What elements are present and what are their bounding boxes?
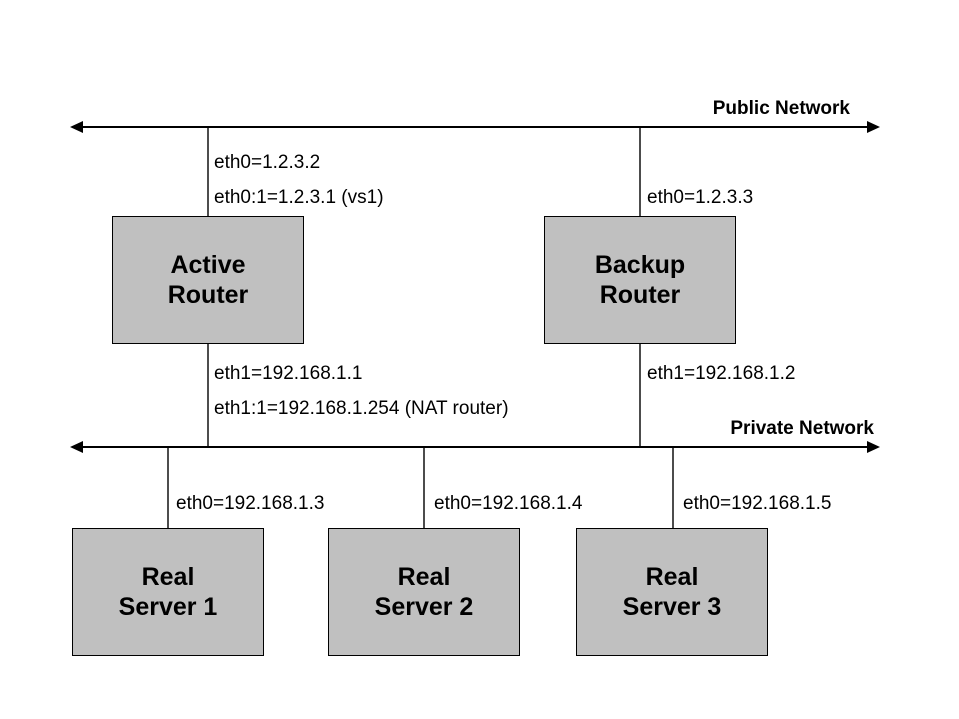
backup-router-label-line1: Backup bbox=[594, 250, 686, 279]
node-real-server-3[interactable]: Real Server 3 bbox=[576, 528, 768, 656]
iface-active-private-nat: eth1:1=192.168.1.254 (NAT router) bbox=[214, 398, 509, 419]
real-server-3-label-line2: Server 3 bbox=[622, 593, 722, 621]
iface-backup-private-primary: eth1=192.168.1.2 bbox=[647, 363, 796, 384]
real-server-3-label-line1: Real bbox=[645, 562, 699, 591]
iface-real-server-2: eth0=192.168.1.4 bbox=[434, 493, 583, 514]
iface-active-public-virtual: eth0:1=1.2.3.1 (vs1) bbox=[214, 187, 384, 208]
active-router-label-line1: Active bbox=[170, 250, 246, 279]
iface-backup-public-primary: eth0=1.2.3.3 bbox=[647, 187, 754, 208]
public-network-label: Public Network bbox=[712, 98, 850, 119]
real-server-2-label-line2: Server 2 bbox=[374, 593, 474, 621]
backup-router-label-line2: Router bbox=[599, 281, 681, 309]
node-real-server-1[interactable]: Real Server 1 bbox=[72, 528, 264, 656]
iface-real-server-3: eth0=192.168.1.5 bbox=[683, 493, 832, 514]
node-backup-router[interactable]: Backup Router bbox=[544, 216, 736, 344]
real-server-1-label-line1: Real bbox=[141, 562, 195, 591]
iface-real-server-1: eth0=192.168.1.3 bbox=[176, 493, 325, 514]
iface-active-private-primary: eth1=192.168.1.1 bbox=[214, 363, 363, 384]
node-real-server-2[interactable]: Real Server 2 bbox=[328, 528, 520, 656]
node-active-router[interactable]: Active Router bbox=[112, 216, 304, 344]
iface-active-public-primary: eth0=1.2.3.2 bbox=[214, 152, 321, 173]
real-server-2-label-line1: Real bbox=[397, 562, 451, 591]
real-server-1-label-line2: Server 1 bbox=[118, 593, 218, 621]
active-router-label-line2: Router bbox=[167, 281, 249, 309]
private-network-label: Private Network bbox=[730, 418, 874, 439]
